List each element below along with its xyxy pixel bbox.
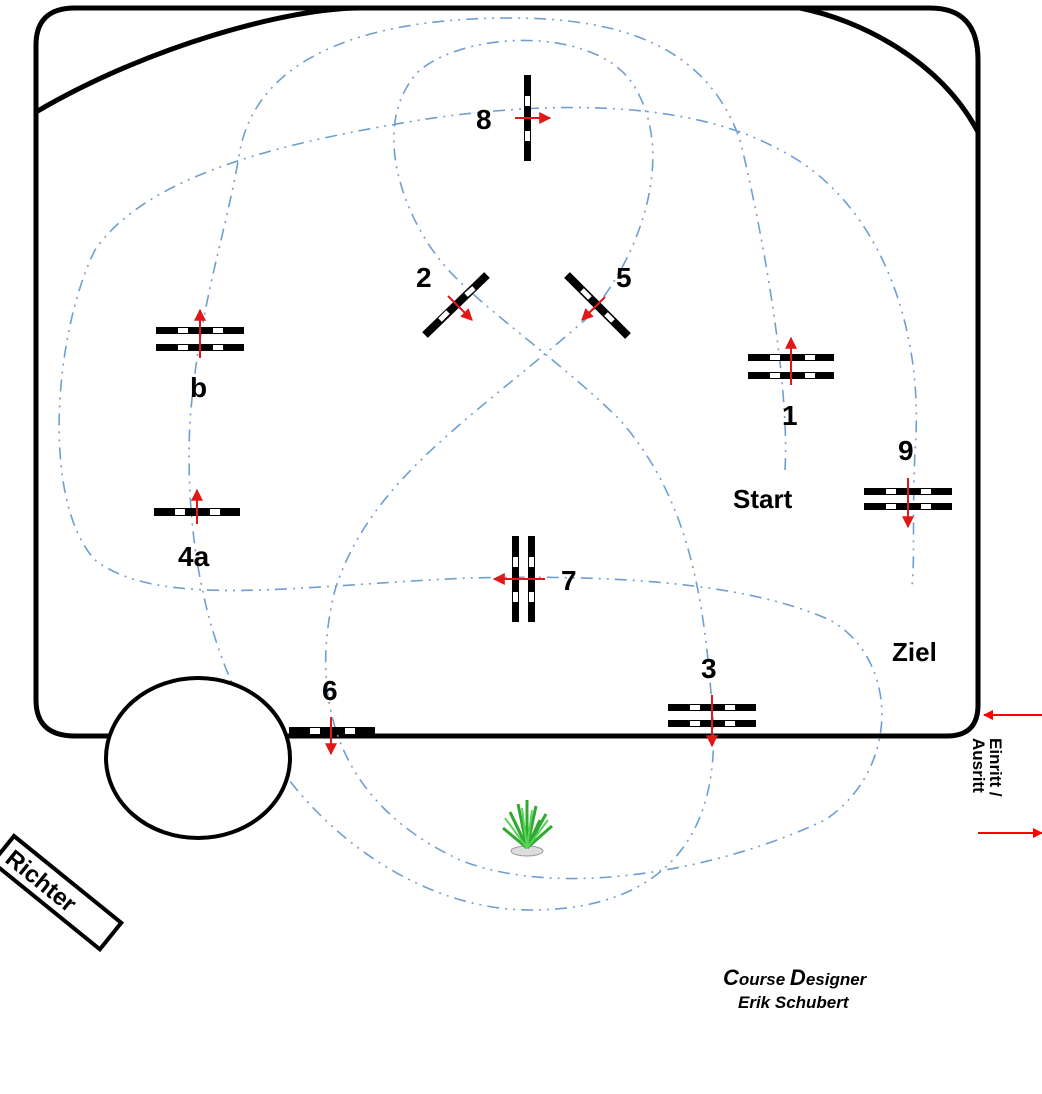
obstacle-label-7: 7: [561, 565, 577, 596]
finish-label: Ziel: [892, 637, 937, 667]
obstacle-6: 6: [289, 675, 375, 756]
obstacle-label-3: 3: [701, 653, 717, 684]
designer-name: Erik Schubert: [738, 993, 850, 1012]
obstacle-label-2: 2: [416, 262, 432, 293]
obstacle-label-b: b: [190, 372, 207, 403]
entry-label-line1: Einritt /: [986, 738, 1005, 797]
obstacle-8: 8: [476, 75, 552, 161]
obstacle-b: b: [156, 308, 244, 403]
obstacle-label-4a: 4a: [178, 541, 210, 572]
route-paths: [58, 17, 918, 911]
obstacle-4a: 4a: [154, 488, 240, 572]
arena-boundary: [33, 5, 981, 739]
start-label: Start: [733, 484, 793, 514]
obstacle-5: 5: [564, 262, 632, 339]
obstacle-1: 1: [748, 336, 834, 431]
obstacle-label-1: 1: [782, 400, 798, 431]
judge-box: Richter: [0, 676, 292, 953]
obstacle-9: 9: [864, 435, 952, 529]
arena-corner-arc: [34, 5, 981, 134]
obstacle-label-8: 8: [476, 104, 492, 135]
entry-exit-marker: Einritt / Ausritt: [969, 710, 1042, 838]
obstacle-label-5: 5: [616, 262, 632, 293]
obstacle-2: 2: [416, 262, 490, 338]
designer-title: Course Designer: [723, 965, 868, 990]
obstacle-3: 3: [668, 653, 756, 748]
judge-stand: [104, 676, 292, 840]
plant-icon: [502, 800, 553, 857]
entry-label-line2: Ausritt: [969, 738, 988, 793]
obstacle-7: 7: [492, 536, 577, 622]
obstacle-label-6: 6: [322, 675, 338, 706]
obstacle-label-9: 9: [898, 435, 914, 466]
